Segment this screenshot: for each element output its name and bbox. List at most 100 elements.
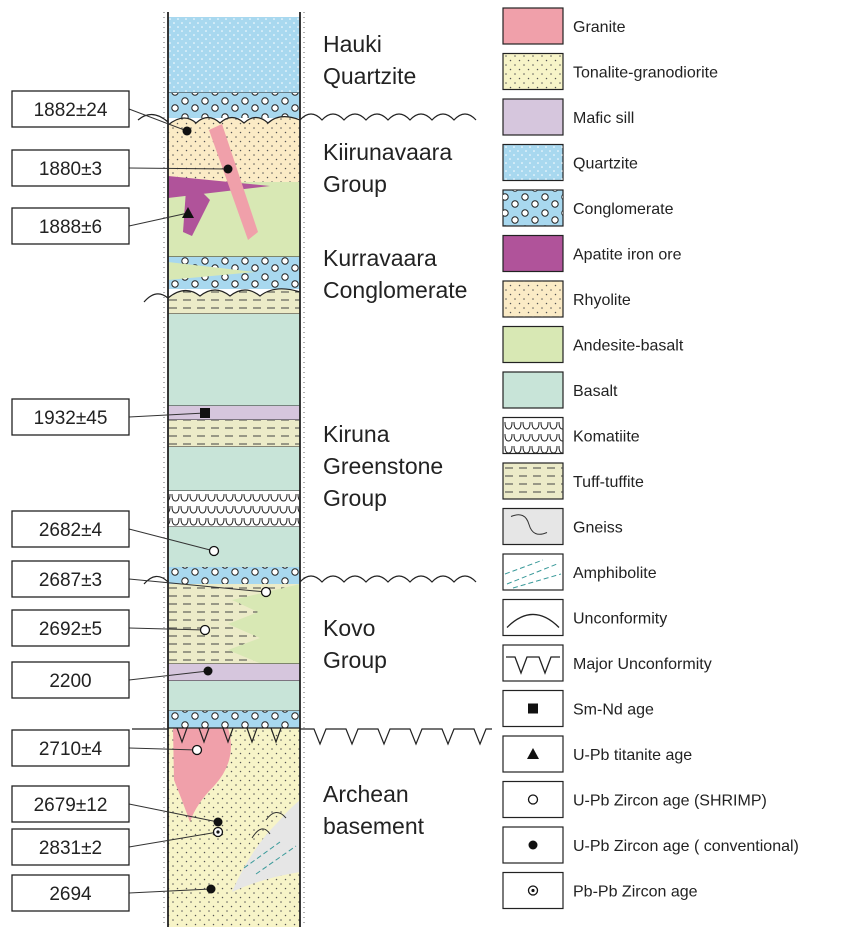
legend-label: Tuff-tuffite	[573, 474, 644, 491]
age-box-2710-4: 2710±4	[12, 730, 129, 766]
major-unconformity-trace	[300, 729, 492, 744]
unit-name-line: Group	[323, 485, 387, 511]
age-value: 2710±4	[39, 739, 103, 760]
unit-name-line: Conglomerate	[323, 277, 467, 303]
age-marker-circle-open	[193, 746, 202, 755]
legend-swatch	[503, 236, 563, 272]
legend-label: Basalt	[573, 383, 618, 400]
basalt-layer	[168, 527, 300, 567]
legend-item-gneiss: Gneiss	[503, 509, 623, 545]
legend-label: Pb-Pb Zircon age	[573, 884, 698, 901]
legend-label: Sm-Nd age	[573, 702, 654, 719]
unit-name-line: Hauki	[323, 31, 382, 57]
age-value: 2679±12	[34, 795, 108, 816]
age-value: 1880±3	[39, 159, 102, 180]
legend-marker-circle-dot-center	[531, 889, 534, 892]
legend-label: U-Pb Zircon age (SHRIMP)	[573, 793, 767, 810]
age-value: 2831±2	[39, 838, 102, 859]
legend-label: Apatite iron ore	[573, 247, 682, 264]
legend-item-conglomerate: Conglomerate	[503, 190, 674, 226]
legend-label: Granite	[573, 19, 626, 36]
basalt-layer	[168, 314, 300, 406]
legend-swatch	[503, 99, 563, 135]
legend-label: Quartzite	[573, 156, 638, 173]
conglomerate-layer-pattern	[168, 93, 300, 118]
legend-label: Tonalite-granodiorite	[573, 65, 718, 82]
unit-name-line: basement	[323, 813, 425, 839]
conglomerate-layer-pattern	[168, 567, 300, 584]
tuff-layer-pattern	[168, 420, 300, 447]
unit-name-kiirunavaara-group: KiirunavaaraGroup	[323, 139, 452, 197]
age-box-2682-4: 2682±4	[12, 511, 129, 547]
legend-swatch-pattern	[503, 190, 563, 226]
age-value: 2687±3	[39, 570, 102, 591]
age-marker-square	[200, 408, 210, 418]
legend-swatch	[503, 327, 563, 363]
legend-swatch-pattern	[503, 418, 563, 454]
age-marker-circle-filled	[204, 667, 213, 676]
legend-item-komatiite: Komatiite	[503, 418, 640, 454]
unit-name-kurravaara-conglomerate: KurravaaraConglomerate	[323, 245, 467, 303]
age-marker-circle-open	[262, 588, 271, 597]
age-box-2694: 2694	[12, 875, 129, 911]
legend-item-circle-open: U-Pb Zircon age (SHRIMP)	[503, 782, 767, 818]
legend-item-circle-filled: U-Pb Zircon age ( conventional)	[503, 827, 799, 863]
age-marker-circle-filled	[224, 165, 233, 174]
legend-label: Komatiite	[573, 429, 640, 446]
unit-name-kiruna-greenstone-group: KirunaGreenstoneGroup	[323, 421, 443, 511]
age-box-1880-3: 1880±3	[12, 150, 129, 186]
legend-marker-circle-open	[529, 795, 538, 804]
legend-item-unconformity: Unconformity	[503, 600, 667, 636]
legend-label: U-Pb titanite age	[573, 747, 692, 764]
legend-item-apatite: Apatite iron ore	[503, 236, 682, 272]
age-box-2692-5: 2692±5	[12, 610, 129, 646]
legend-swatch-pattern	[503, 145, 563, 181]
legend-item-tuff: Tuff-tuffite	[503, 463, 644, 499]
age-box-2200: 2200	[12, 662, 129, 698]
age-box-2687-3: 2687±3	[12, 561, 129, 597]
legend-swatch	[503, 600, 563, 636]
unit-name-line: Quartzite	[323, 63, 416, 89]
age-marker-circle-filled	[207, 885, 216, 894]
conglomerate-layer-pattern	[168, 711, 300, 728]
unit-name-line: Group	[323, 171, 387, 197]
legend-item-tonalite: Tonalite-granodiorite	[503, 54, 718, 90]
legend-item-triangle: U-Pb titanite age	[503, 736, 692, 772]
legend-label: Mafic sill	[573, 110, 634, 127]
age-value: 2694	[49, 884, 92, 905]
unit-name-line: Kiirunavaara	[323, 139, 452, 165]
legend-swatch-pattern	[503, 54, 563, 90]
age-labels: 1882±24 1880±3 1888±6 1932±45 2682±4 2687±3 26…	[12, 91, 129, 911]
quartzite-layer-pattern	[168, 17, 300, 93]
mafic-sill	[168, 664, 300, 681]
legend-item-andesite: Andesite-basalt	[503, 327, 684, 363]
legend-swatch	[503, 554, 563, 590]
age-value: 1888±6	[39, 217, 102, 238]
legend-item-granite: Granite	[503, 8, 626, 44]
age-box-1932-45: 1932±45	[12, 399, 129, 435]
unit-name-line: Kurravaara	[323, 245, 437, 271]
legend-label: Major Unconformity	[573, 656, 712, 673]
legend-item-major-unconformity: Major Unconformity	[503, 645, 712, 681]
age-box-1888-6: 1888±6	[12, 208, 129, 244]
unit-names: HaukiQuartziteKiirunavaaraGroupKurravaar…	[323, 31, 467, 839]
basalt-layer	[168, 447, 300, 491]
legend-item-basalt: Basalt	[503, 372, 618, 408]
legend-swatch-pattern	[503, 463, 563, 499]
legend-label: Unconformity	[573, 611, 667, 628]
legend-label: Gneiss	[573, 520, 623, 537]
legend-swatch-pattern	[503, 281, 563, 317]
legend-label: Conglomerate	[573, 201, 674, 218]
unit-name-line: Greenstone	[323, 453, 443, 479]
age-marker-circle-open	[210, 547, 219, 556]
age-value: 1882±24	[34, 100, 108, 121]
age-marker-circle-filled	[183, 127, 192, 136]
legend-swatch	[503, 372, 563, 408]
legend-marker-square	[528, 704, 538, 714]
unconformity-trace	[300, 576, 476, 582]
age-box-1882-24: 1882±24	[12, 91, 129, 127]
